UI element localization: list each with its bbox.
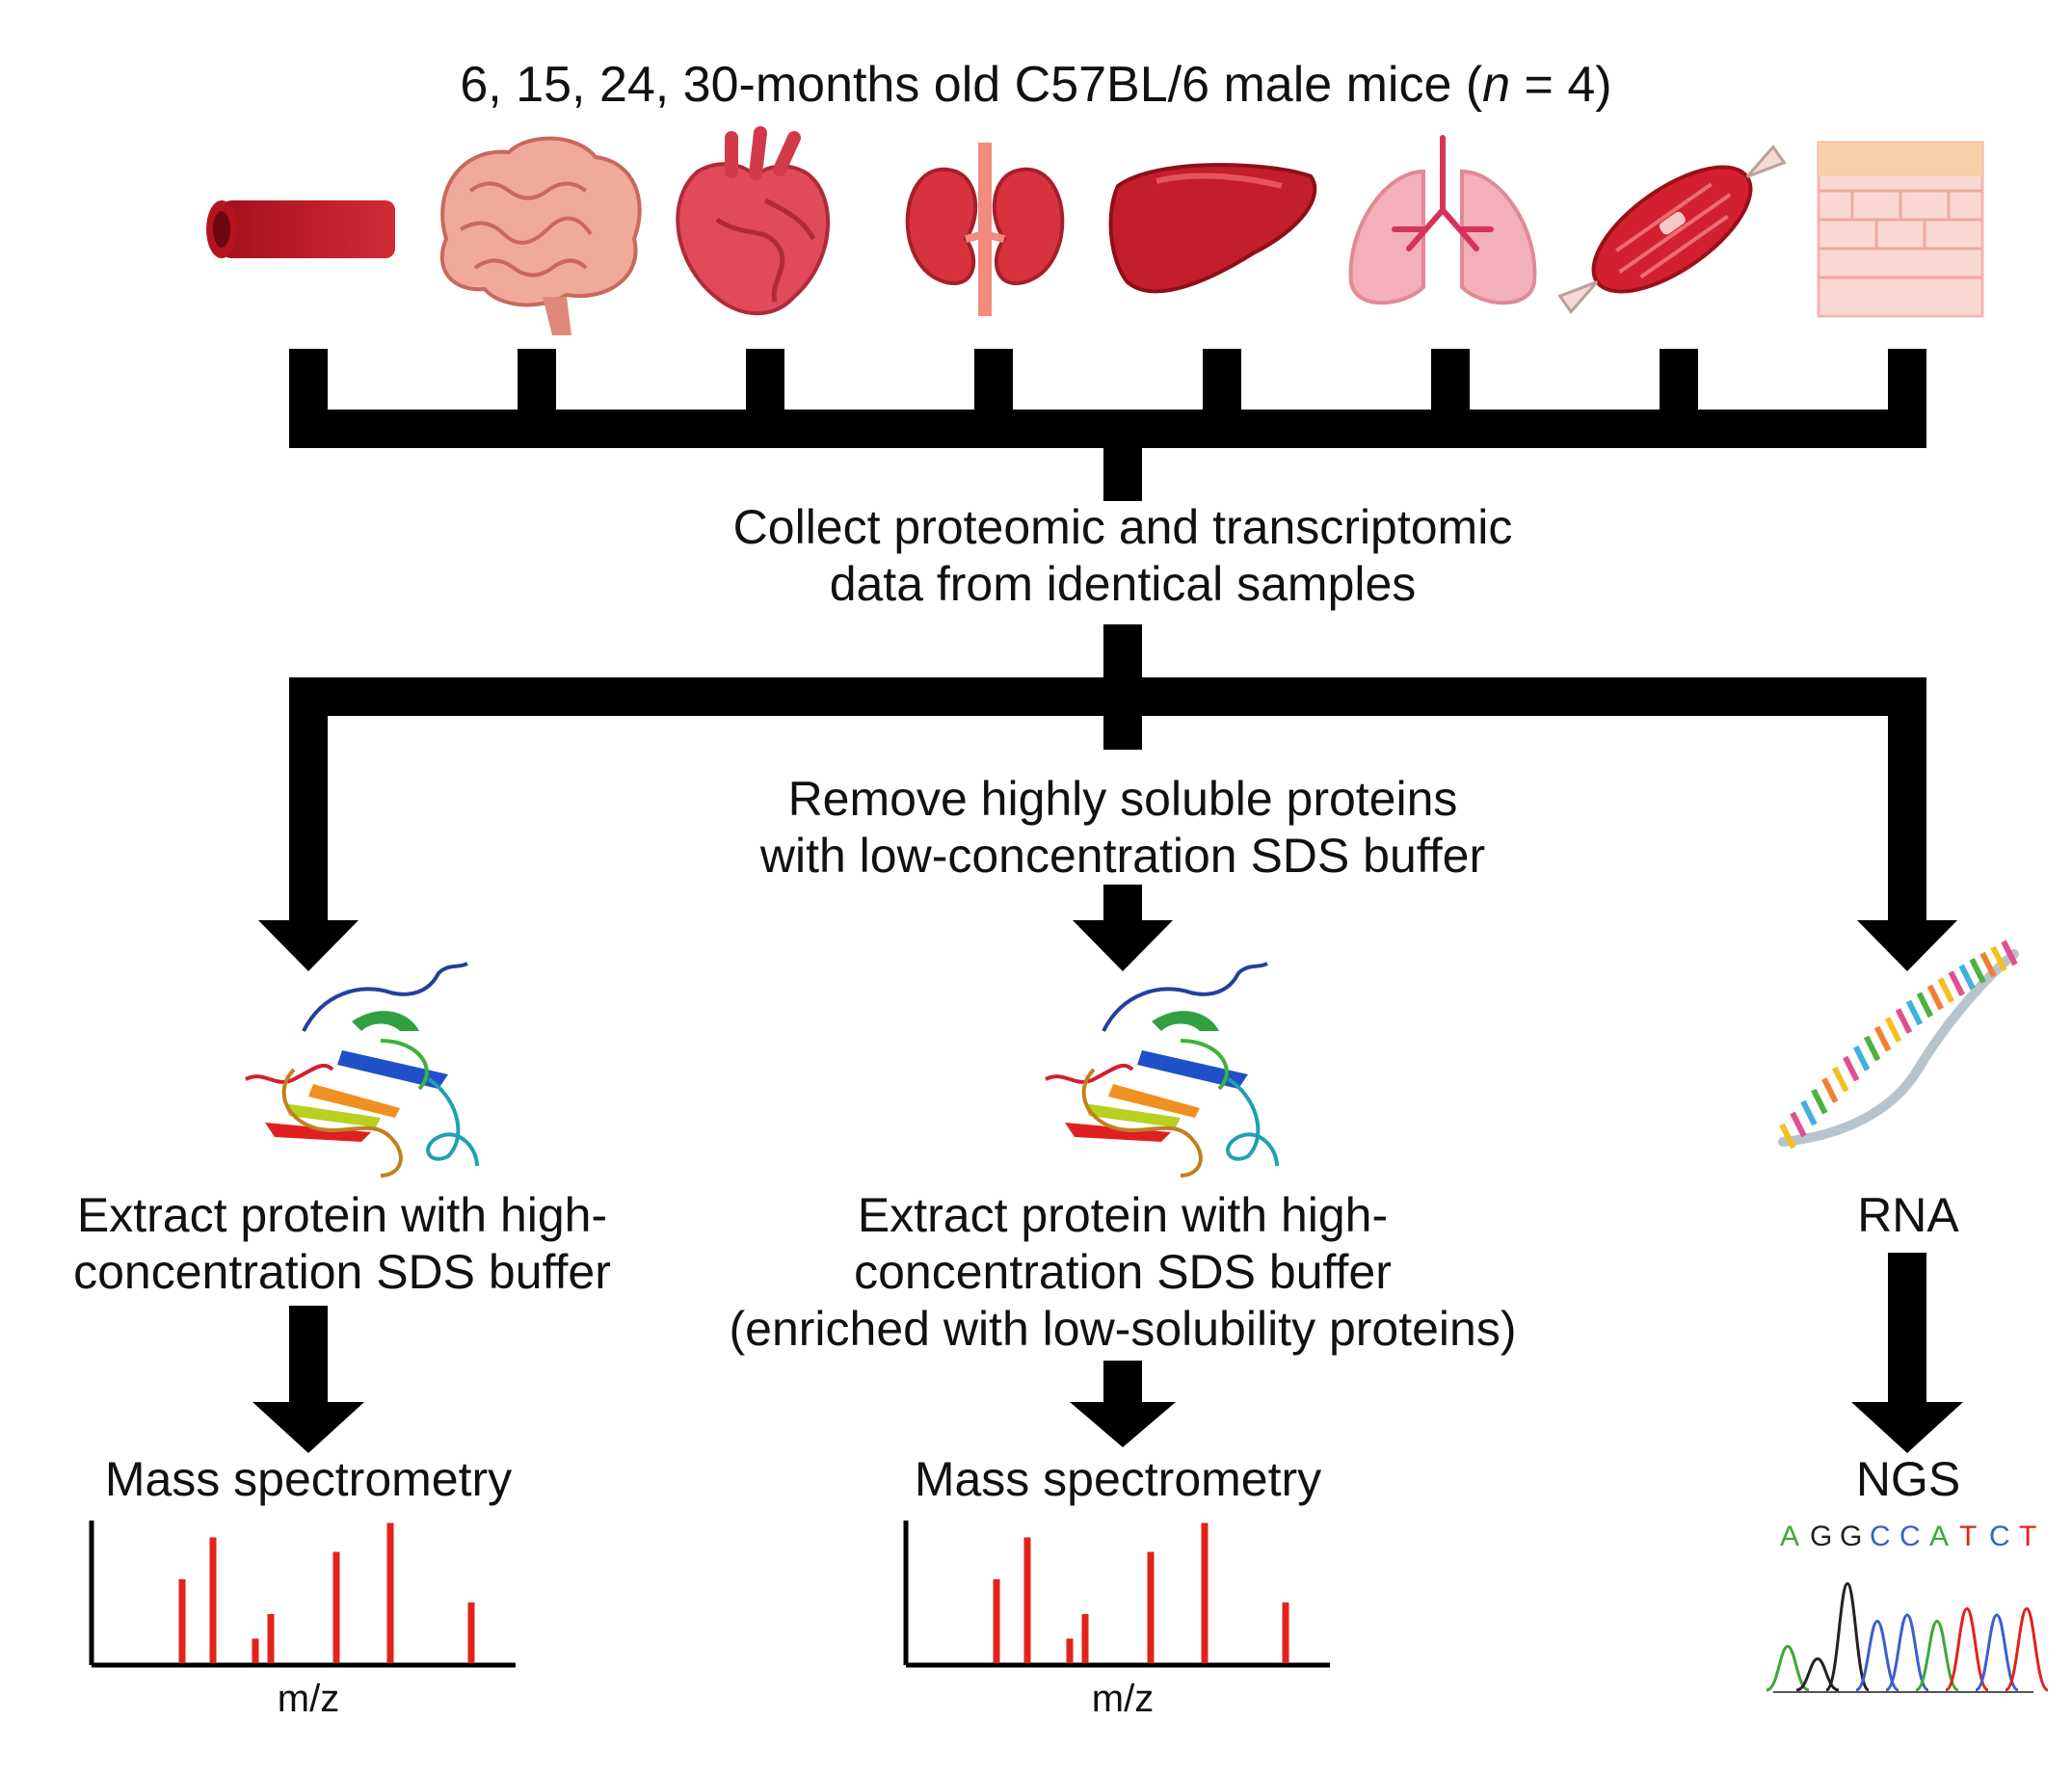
liver-icon xyxy=(1108,163,1317,294)
rna-base xyxy=(1800,1099,1818,1126)
ngs-base-letter: A xyxy=(1929,1521,1950,1552)
rna-base xyxy=(1948,970,1965,996)
rna-base xyxy=(1863,1035,1881,1062)
chromatogram xyxy=(1766,1551,2049,1696)
chromatogram-peak xyxy=(2005,1606,2049,1692)
chromatogram-peak xyxy=(1766,1644,1810,1692)
ngs-label: NGS xyxy=(1855,1452,1961,1506)
ngs-base-letter: T xyxy=(1959,1521,1978,1552)
ngs-base-letter: C xyxy=(1870,1521,1891,1552)
page-title: 6, 15, 24, 30-months old C57BL/6 male mi… xyxy=(460,57,1612,113)
rna-label: RNA xyxy=(1857,1188,1959,1242)
rna-base xyxy=(1779,1123,1796,1150)
heart-icon xyxy=(676,126,830,316)
rna-base xyxy=(1979,951,1997,978)
ngs-base-letter: C xyxy=(1899,1521,1921,1552)
rna-base xyxy=(1873,1025,1892,1052)
rna-base xyxy=(1916,992,1934,1019)
rna-base xyxy=(1990,945,2007,972)
blood-vessel-icon xyxy=(206,200,395,258)
skin-icon xyxy=(1817,141,1984,318)
kidney-icon xyxy=(905,143,1065,316)
arrow-to-ms-middle xyxy=(1070,1361,1176,1447)
spectrum-left-xlabel: m/z xyxy=(277,1678,340,1720)
rna-base xyxy=(1843,1055,1860,1082)
arrow-to-extract-left xyxy=(258,920,359,971)
arrow-to-rna xyxy=(1857,920,1957,971)
arrow-to-extract-middle xyxy=(1073,885,1173,971)
ngs-base-letter: G xyxy=(1810,1521,1833,1552)
rna-base xyxy=(1895,1008,1913,1034)
protein-structure-icon xyxy=(1045,962,1279,1178)
rna-base xyxy=(1905,999,1924,1026)
chromatogram-peak xyxy=(1885,1613,1929,1692)
rna-base xyxy=(1937,977,1954,1003)
rna-base xyxy=(1969,958,1986,984)
ngs-base-letter: G xyxy=(1840,1521,1863,1552)
lung-icon xyxy=(1348,135,1537,305)
rna-base xyxy=(1958,964,1976,991)
ngs-base-letter: A xyxy=(1780,1521,1800,1552)
rna-strand-icon xyxy=(1778,939,2019,1150)
rna-base xyxy=(1832,1066,1849,1093)
ngs-base-letter: T xyxy=(2019,1521,2037,1552)
chromatogram-peak xyxy=(1824,1581,1871,1692)
collect-step-label: Collect proteomic and transcriptomic dat… xyxy=(732,500,1513,611)
rna-base xyxy=(1790,1111,1807,1138)
brain-icon xyxy=(439,136,642,335)
rna-base xyxy=(2001,939,2018,966)
chromatogram-peak xyxy=(1945,1606,1989,1692)
spectrum-middle-xlabel: m/z xyxy=(1091,1678,1155,1720)
ngs-base-letter: C xyxy=(1989,1521,2010,1552)
chromatogram-peak xyxy=(1855,1619,1899,1692)
extract-left-label: Extract protein with high- concentration… xyxy=(73,1188,611,1299)
branch-connector xyxy=(289,624,1926,920)
arrow-to-ms-left xyxy=(252,1306,364,1453)
chromatogram-peak xyxy=(1915,1619,1959,1692)
arrow-to-ngs xyxy=(1851,1253,1963,1453)
chromatogram-peak xyxy=(1975,1613,2019,1692)
tissue-merge-connector xyxy=(289,349,1926,501)
ms-left-label: Mass spectrometry xyxy=(104,1452,513,1506)
mass-spectrum-middle xyxy=(903,1521,1330,1668)
rna-base xyxy=(1821,1077,1839,1103)
muscle-icon xyxy=(1557,144,1787,315)
rna-base xyxy=(1852,1045,1871,1072)
rna-base xyxy=(1811,1088,1828,1115)
mass-spectrum-left xyxy=(89,1521,516,1668)
ms-middle-label: Mass spectrometry xyxy=(914,1452,1322,1506)
protein-structure-icon xyxy=(245,962,479,1178)
rna-base xyxy=(1884,1017,1902,1043)
extract-middle-label: Extract protein with high- concentration… xyxy=(729,1188,1517,1356)
remove-soluble-step-label: Remove highly soluble proteins with low-… xyxy=(759,772,1486,883)
rna-base xyxy=(1926,984,1945,1011)
